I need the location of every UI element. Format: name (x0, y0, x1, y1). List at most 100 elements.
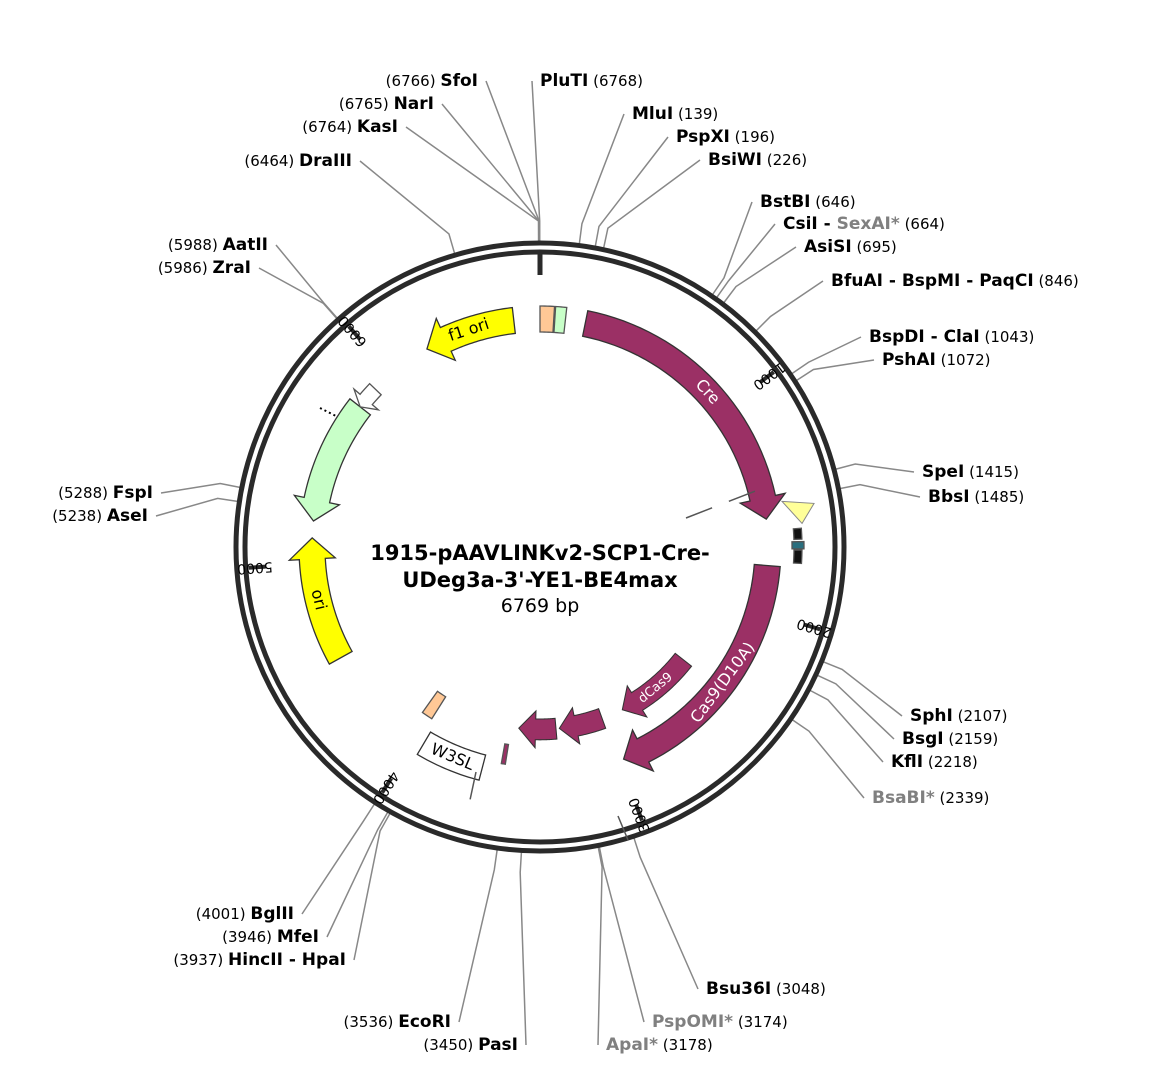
feature-label: Cas9(D10A) (686, 638, 758, 726)
site-name: HincII - HpaI (228, 950, 346, 970)
site-label[interactable]: PshAI (1072) (882, 350, 991, 370)
site-name: FspI (113, 483, 153, 503)
map-title: 1915-pAAVLINKv2-SCP1-Cre- UDeg3a-3'-YE1-… (370, 541, 710, 617)
site-label[interactable]: SpeI (1415) (922, 462, 1019, 482)
feature-cre[interactable]: Cre (581, 310, 787, 520)
feature-dcas9[interactable]: dCas9 (621, 652, 693, 718)
site-label[interactable]: Bsu36I (3048) (706, 979, 826, 999)
site-position: (6768) (593, 72, 643, 90)
site-label[interactable]: KflI (2218) (891, 752, 978, 772)
site-label[interactable]: PluTI (6768) (540, 71, 643, 91)
site-position: (3946) (222, 928, 272, 946)
site-label[interactable]: (6765) NarI (339, 94, 434, 114)
site-label[interactable]: BstBI (646) (760, 192, 856, 212)
site-label[interactable]: (4001) BglII (196, 904, 294, 924)
site-label[interactable]: ApaI* (3178) (606, 1035, 713, 1055)
site-label[interactable]: (5986) ZraI (158, 258, 251, 278)
site-position: (2339) (940, 789, 990, 807)
site-position: (1415) (969, 463, 1019, 481)
feature-f1-ori[interactable]: f1 ori (426, 306, 517, 362)
feature-w3sl[interactable]: W3SL (416, 731, 487, 781)
site-leader (755, 280, 824, 332)
title-line-1: 1915-pAAVLINKv2-SCP1-Cre- (370, 541, 710, 565)
site-name: SpeI (922, 462, 964, 482)
site-separator: - (818, 214, 837, 234)
site-label[interactable]: (3450) PasI (423, 1035, 518, 1055)
magenta-sliver (500, 743, 510, 765)
site-leader (405, 126, 540, 242)
site-position: (6765) (339, 95, 389, 113)
backbone-outer-ring (233, 240, 847, 854)
site-label[interactable]: (6764) KasI (302, 117, 398, 137)
site-position: (664) (905, 215, 945, 233)
site-label[interactable]: (3536) EcoRI (344, 1012, 451, 1032)
site-name: SfoI (440, 71, 478, 91)
site-leader (258, 267, 338, 319)
feature-cas-fragment-2[interactable] (558, 706, 607, 746)
site-leader (633, 837, 699, 990)
site-label[interactable]: MluI (139) (632, 104, 718, 124)
site-position: (226) (767, 151, 807, 169)
site-leader (602, 159, 701, 248)
site-leader (275, 244, 338, 319)
site-label[interactable]: BsiWI (226) (708, 150, 807, 170)
site-name: KasI (357, 117, 398, 137)
tick-mark (347, 324, 362, 341)
site-position: (2218) (928, 753, 978, 771)
site-leader (441, 103, 540, 242)
site-position: (5986) (158, 259, 208, 277)
site-name: AseI (107, 506, 148, 526)
site-leader (823, 661, 903, 717)
feature-cas-fragment-3[interactable] (518, 709, 558, 750)
site-leader (578, 113, 625, 244)
site-position: (3178) (663, 1036, 713, 1054)
feature-arrow (426, 306, 517, 362)
site-position: (5238) (52, 507, 102, 525)
site-label[interactable]: (5988) AatII (168, 235, 268, 255)
site-leader (598, 847, 645, 1023)
site-name: SphI (910, 706, 953, 726)
site-label[interactable]: (3937) HincII - HpaI (173, 950, 346, 970)
site-leader (594, 136, 669, 247)
site-label[interactable]: BfuAI - BspMI - PaqCI (846) (831, 271, 1079, 291)
feature-cas9-d10a-[interactable]: Cas9(D10A) (622, 563, 781, 773)
site-leader (835, 463, 915, 473)
site-name: DraIII (299, 151, 352, 171)
feature-arrow (287, 536, 353, 666)
site-label[interactable]: (5288) FspI (58, 483, 153, 503)
site-leader (326, 811, 389, 938)
feature-arrow (581, 310, 787, 520)
site-label[interactable]: (6464) DraIII (244, 151, 352, 171)
site-label[interactable]: (3946) MfeI (222, 927, 319, 947)
site-leader (301, 803, 375, 915)
site-name: NarI (394, 94, 434, 114)
site-label[interactable]: PspOMI* (3174) (652, 1012, 788, 1032)
site-label[interactable]: BbsI (1485) (928, 487, 1024, 507)
dashed-line (469, 771, 477, 801)
site-label[interactable]: PspXI (196) (676, 127, 775, 147)
site-label[interactable]: BspDI - ClaI (1043) (869, 327, 1034, 347)
feature-ori[interactable]: ori (287, 536, 353, 666)
site-label[interactable]: CsiI - SexAI* (664) (783, 214, 945, 234)
site-position: (3048) (776, 980, 826, 998)
site-leader (519, 852, 527, 1046)
site-name: PspOMI* (652, 1012, 733, 1032)
site-position: (6764) (302, 118, 352, 136)
site-label[interactable]: AsiSI (695) (804, 237, 897, 257)
site-label[interactable]: (5238) AseI (52, 506, 148, 526)
feature-promoter[interactable] (292, 397, 372, 522)
site-label[interactable]: BsaBI* (2339) (872, 788, 989, 808)
site-label[interactable]: BsgI (2159) (902, 729, 998, 749)
peach-box-top (539, 305, 556, 334)
site-name: BsgI (902, 729, 944, 749)
site-position: (5288) (58, 484, 108, 502)
site-position: (2159) (948, 730, 998, 748)
site-leader (792, 719, 865, 799)
tick-mark (380, 777, 393, 794)
site-label[interactable]: SphI (2107) (910, 706, 1008, 726)
tick-label: 4000 (369, 768, 402, 807)
site-label[interactable]: (6766) SfoI (386, 71, 478, 91)
site-name: ZraI (212, 258, 251, 278)
